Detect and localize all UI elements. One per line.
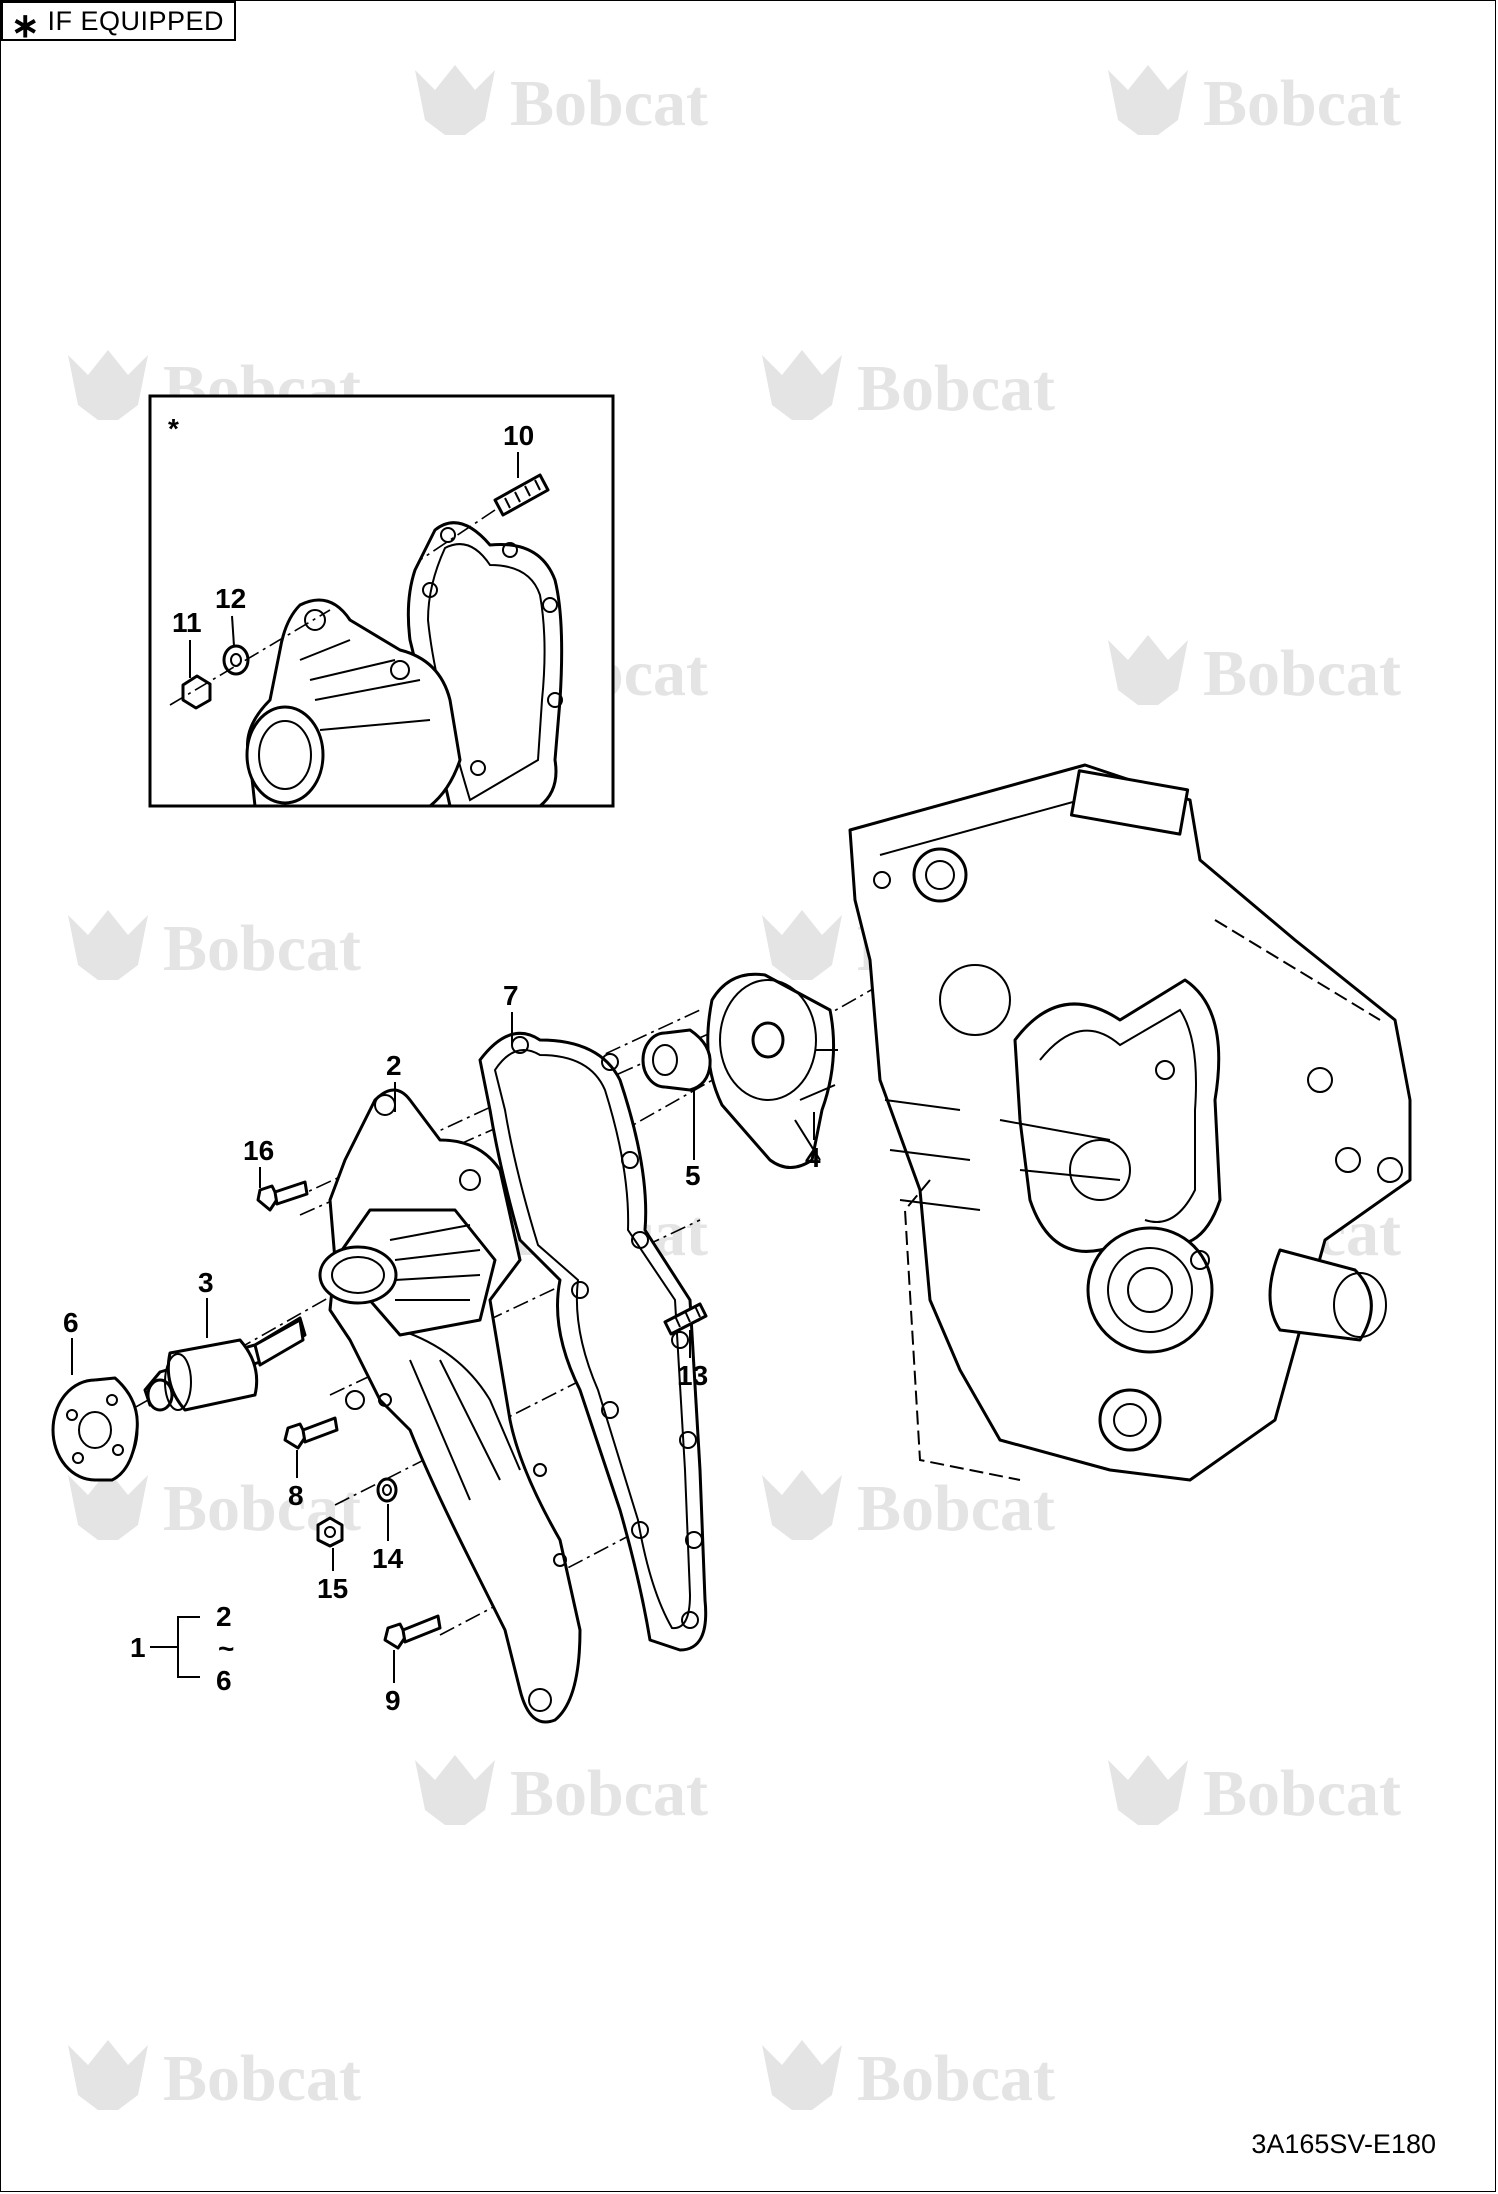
svg-text:Bobcat: Bobcat [510,1757,708,1830]
svg-text:Bobcat: Bobcat [163,2042,361,2115]
bobcat-logo-icon [415,65,495,135]
bobcat-logo-icon [1108,65,1188,135]
shaft-bearing [143,1316,307,1412]
watermark: Bobcat [68,910,361,985]
range-separator: ~ [218,1633,234,1664]
watermark: Bobcat [1108,635,1401,710]
stud-13 [663,1302,708,1336]
bobcat-logo-icon [68,2040,148,2110]
svg-text:Bobcat: Bobcat [163,912,361,985]
callout-10: 10 [503,420,534,451]
if-equipped-label: IF EQUIPPED [47,5,225,36]
callout-16: 16 [243,1135,274,1166]
range-main-number: 1 [130,1632,146,1663]
bobcat-logo-icon [762,910,842,980]
pulley-flange [51,1376,139,1482]
bobcat-logo-icon [762,350,842,420]
watermark: Bobcat [415,65,708,140]
svg-text:Bobcat: Bobcat [510,67,708,140]
watermark: Bobcat [1108,65,1401,140]
svg-text:Bobcat: Bobcat [857,352,1055,425]
bolt-8 [283,1416,339,1450]
callout-15: 15 [317,1573,348,1604]
watermark: Bobcat [415,1755,708,1830]
callout-8: 8 [288,1480,304,1511]
callout-11: 11 [172,607,202,638]
callout-12: 12 [215,583,246,614]
drawing-number: 3A165SV-E180 [1251,2129,1436,2159]
svg-text:Bobcat: Bobcat [1203,67,1401,140]
bobcat-logo-icon [762,2040,842,2110]
engine-timing-cover [848,763,1412,1482]
callout-13: 13 [677,1360,708,1391]
bolt-16 [256,1180,309,1212]
callout-6: 6 [63,1307,79,1338]
inset-washer [222,644,250,676]
callout-14: 14 [372,1543,404,1574]
inset-detail: * 10 11 12 [148,394,615,808]
asterisk-icon: ∗ [11,7,40,45]
svg-text:Bobcat: Bobcat [1203,637,1401,710]
bobcat-logo-icon [1108,1755,1188,1825]
callout-2: 2 [386,1050,402,1081]
bobcat-logo-icon [68,350,148,420]
watermark: Bobcat [762,2040,1055,2115]
impeller [706,972,838,1169]
bobcat-logo-icon [68,1470,148,1540]
kit-range-bracket: 1 2 ~ 6 [130,1601,234,1696]
inset-star-symbol: * [168,413,179,444]
bobcat-logo-icon [68,910,148,980]
callout-7: 7 [503,980,519,1011]
water-pump-body [318,1088,582,1724]
watermark: Bobcat [762,1470,1055,1545]
svg-text:Bobcat: Bobcat [1203,1757,1401,1830]
svg-text:Bobcat: Bobcat [857,1472,1055,1545]
pump-gasket [478,1031,708,1652]
watermark: Bobcat [68,2040,361,2115]
callout-4: 4 [805,1142,821,1173]
range-from-number: 2 [216,1601,232,1632]
inset-nut [181,674,212,710]
callout-3: 3 [198,1267,214,1298]
range-to-number: 6 [216,1665,232,1696]
bobcat-logo-icon [415,1755,495,1825]
callout-5: 5 [685,1160,701,1191]
bolt-9 [383,1614,442,1650]
nut-15 [316,1516,344,1548]
washer-14 [376,1477,398,1503]
if-equipped-note: ∗ IF EQUIPPED [1,1,237,45]
watermark: Bobcat [1108,1755,1401,1830]
bobcat-logo-icon [762,1470,842,1540]
mechanical-seal [641,1028,712,1092]
callout-9: 9 [385,1685,401,1716]
watermark: Bobcat [762,350,1055,425]
svg-text:Bobcat: Bobcat [857,2042,1055,2115]
bobcat-logo-icon [1108,635,1188,705]
